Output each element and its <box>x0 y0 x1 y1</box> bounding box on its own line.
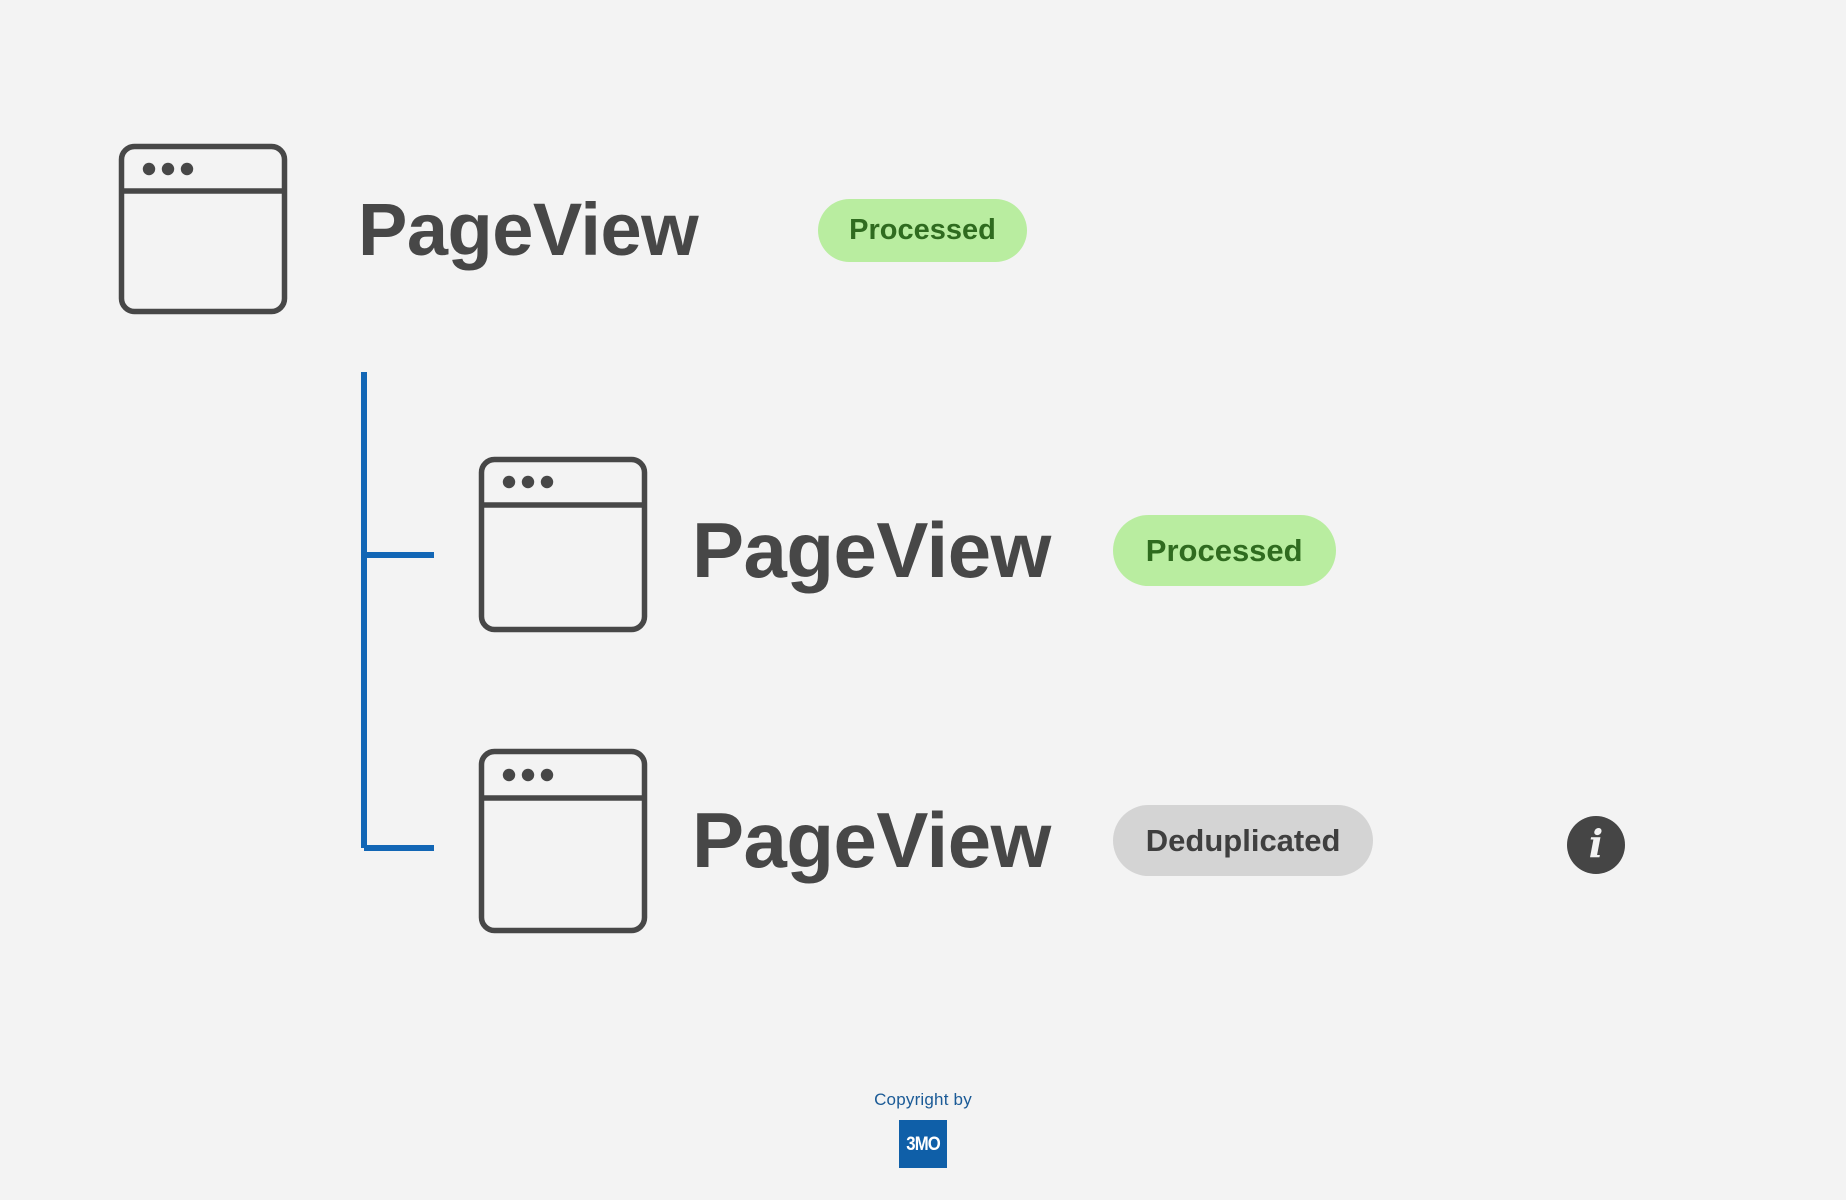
node-label-root: PageView <box>358 188 699 271</box>
tree-node-child-1: PageView Processed <box>692 505 1336 595</box>
browser-window-icon-root <box>118 143 288 315</box>
node-label-child-2: PageView <box>692 796 1051 884</box>
status-badge-child-1[interactable]: Processed <box>1112 514 1336 586</box>
footer-logo: 3MO <box>899 1120 947 1168</box>
footer-logo-text: 3MO <box>906 1133 940 1155</box>
status-badge-root[interactable]: Processed <box>818 198 1027 262</box>
browser-window-icon-child-2 <box>478 748 648 934</box>
tree-node-child-2: PageView Deduplicated <box>692 795 1374 885</box>
info-circle-icon[interactable]: i <box>1567 816 1625 874</box>
browser-window-icon-child-1 <box>478 456 648 633</box>
footer-copyright-text: Copyright by <box>874 1090 972 1109</box>
info-icon-glyph: i <box>1588 821 1604 866</box>
status-badge-child-2[interactable]: Deduplicated <box>1112 804 1374 876</box>
tree-node-root: PageView Processed <box>358 185 1027 275</box>
node-label-child-1: PageView <box>692 506 1051 594</box>
footer: Copyright by 3MO <box>0 1090 1846 1168</box>
